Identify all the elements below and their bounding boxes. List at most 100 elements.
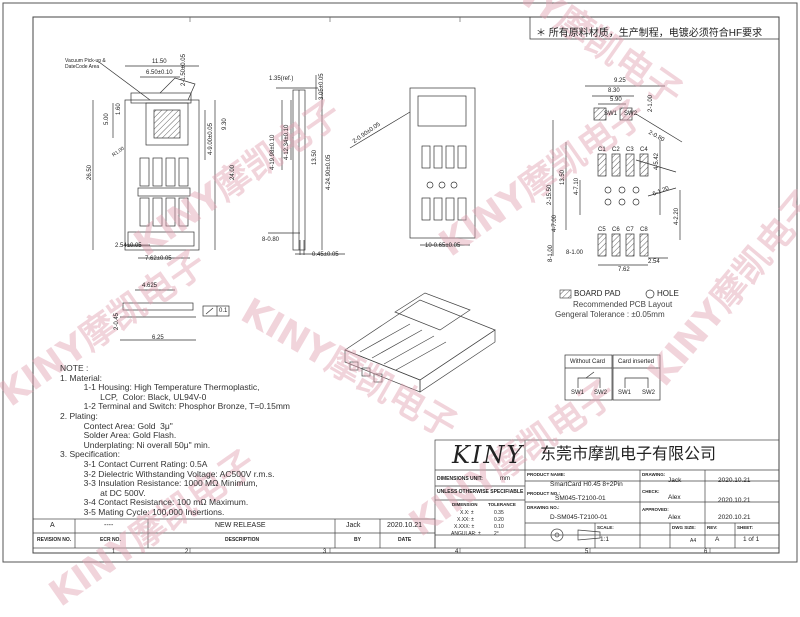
dim-2-54: 2.54±0.05 (115, 243, 142, 249)
dim-1-50: 2-1.50±0.05 (181, 54, 187, 86)
legend-tolerance: Gengeral Tolerance : ±0.05mm (555, 310, 665, 319)
pcb-dim-5-90: 5.90 (610, 97, 622, 103)
switch-without-card: Without Card (570, 359, 606, 365)
pcb-c4: C4 (640, 147, 648, 153)
unless-note: UNLESS OTHERWISE SPECIFIABLE (437, 489, 524, 495)
rev-header-by: BY (354, 537, 361, 543)
dim-6-25: 6.25 (152, 335, 164, 341)
sheet-label: SHEET: (737, 525, 754, 530)
scale-value: 1:1 (600, 536, 610, 543)
dimension-header: DIMENSION (452, 502, 478, 507)
drawing-by: Jack (668, 477, 682, 484)
switch-sw1-a: SW1 (571, 390, 585, 396)
zone-6: 6 (704, 549, 708, 555)
rev-header-desc: DESCRIPTION (225, 537, 260, 543)
zone-3: 3 (323, 549, 327, 555)
pcb-c3: C3 (626, 147, 634, 153)
pcb-dim-7-00: 4-7.00 (552, 214, 558, 232)
dim-13-50: 13.50 (312, 149, 318, 165)
dim-11-50: 11.50 (152, 59, 167, 65)
tol-x-xx-value: 0.20 (494, 517, 504, 523)
check-date: 2020.10.21 (718, 497, 751, 504)
rev-row-ecr: ---- (104, 522, 114, 529)
dwg-size: A4 (690, 538, 697, 544)
legend-board-pad: BOARD PAD (574, 289, 621, 298)
pcb-dim-1-00c: 8-1.00 (566, 250, 584, 256)
rev-header-ecr: ECR NO. (100, 537, 121, 543)
check-label: CHECK: (642, 489, 660, 494)
drawing-no: D-SM045-T2100-01 (550, 514, 608, 521)
approved-label: APPROVED: (642, 507, 669, 512)
dim-0-80: 8-0.80 (262, 237, 280, 243)
pcb-dim-9-25: 9.25 (614, 78, 626, 84)
pcb-sw2-label: SW2 (624, 111, 638, 117)
drawing-no-label: DRAWING NO.: (527, 505, 560, 510)
pcb-c5: C5 (598, 227, 606, 233)
tol-x-xx: X.XX: ± (457, 517, 474, 523)
dim-7-62: 7.62±0.05 (145, 256, 172, 262)
pcb-dim-15-50: 2-15.50 (547, 184, 553, 205)
pcb-dim-13-50: 13.50 (560, 169, 566, 185)
pcb-c8: C8 (640, 227, 648, 233)
dim-24-90: 4-24.90±0.05 (326, 154, 332, 190)
dim-unit: mm (500, 476, 510, 482)
product-no: SM045-T2100-01 (555, 495, 606, 502)
dim-unit-label: DIMENSIONS UNIT: (437, 476, 483, 482)
pcb-c1: C1 (598, 147, 606, 153)
pcb-dim-7-62: 7.62 (618, 267, 630, 273)
switch-sw2-b: SW2 (642, 390, 656, 396)
tol-x-xxx: X.XXX: ± (454, 524, 475, 530)
drawing-date: 2020.10.21 (718, 477, 751, 484)
rev-row-by: Jack (346, 522, 361, 529)
dim-0-45-small: 2-0.45 (114, 312, 120, 330)
drawing-label: DRAWING: (642, 472, 666, 477)
switch-sw1-b: SW1 (618, 390, 632, 396)
zone-1: 1 (112, 549, 116, 555)
kiny-logo: KINY (452, 441, 525, 469)
switch-card-inserted: Card inserted (618, 359, 655, 365)
product-name-label: PRODUCT NAME: (527, 472, 566, 477)
rev-row-date: 2020.10.21 (387, 522, 423, 529)
vacuum-note: Vacuum Pick-up & DateCode Area (65, 58, 106, 70)
dim-3-05: 3.05±0.05 (319, 73, 325, 100)
tol-x-xxx-value: 0.10 (494, 524, 504, 530)
dim-6-50: 6.50±0.10 (146, 70, 173, 76)
pcb-c6: C6 (612, 227, 620, 233)
company-name: 东莞市摩凯电子有限公司 (540, 446, 717, 463)
tol-x-x-value: 0.35 (494, 510, 504, 516)
dim-9-30: 9.30 (222, 118, 228, 130)
rev-header-date: DATE (398, 537, 412, 543)
dim-1-35: 1.35(ref.) (269, 76, 294, 82)
dim-0-65: 10-0.65±0.05 (425, 243, 461, 249)
dim-12-34: 4-12.34±0.10 (284, 124, 290, 160)
sheet-value: 1 of 1 (743, 536, 760, 543)
rev-header-rev: REVISION NO. (37, 537, 72, 543)
rev-label: REV: (707, 525, 718, 530)
rev-row-desc: NEW RELEASE (215, 522, 266, 529)
rev-row-rev: A (50, 522, 55, 529)
notes-block: NOTE : 1. Material: 1-1 Housing: High Te… (60, 363, 291, 517)
tolerance-header: TOLERANCE (488, 502, 516, 507)
zone-2: 2 (185, 549, 189, 555)
check-by: Alex (668, 494, 681, 501)
rev-value: A (715, 536, 720, 543)
pcb-dim-8-30: 8.30 (608, 88, 620, 94)
switch-sw2-a: SW2 (594, 390, 608, 396)
dim-26-50: 26.50 (87, 164, 93, 180)
dim-1-60: 1.60 (116, 103, 122, 115)
dwg-size-label: DWG SIZE: (672, 525, 696, 530)
pcb-dim-7-10: 4-7.10 (574, 177, 580, 195)
approved-by: Alex (668, 514, 681, 521)
tol-angular-value: 2° (494, 531, 499, 537)
tol-x-x: X.X: ± (460, 510, 474, 516)
legend-recommended: Recommended PCB Layout (573, 300, 673, 309)
pcb-dim-1-00b: 8-1.00 (548, 244, 554, 262)
dim-19-98: 4-19.98±0.10 (270, 134, 276, 170)
drawing-linework (2, 2, 798, 563)
zone-5: 5 (585, 549, 589, 555)
tol-angular: ANGULAR: ± (451, 531, 481, 537)
scale-label: SCALE: (597, 525, 614, 530)
dim-5-00: 5.00 (104, 113, 110, 125)
pcb-dim-1-00a: 2-1.00 (648, 94, 654, 112)
